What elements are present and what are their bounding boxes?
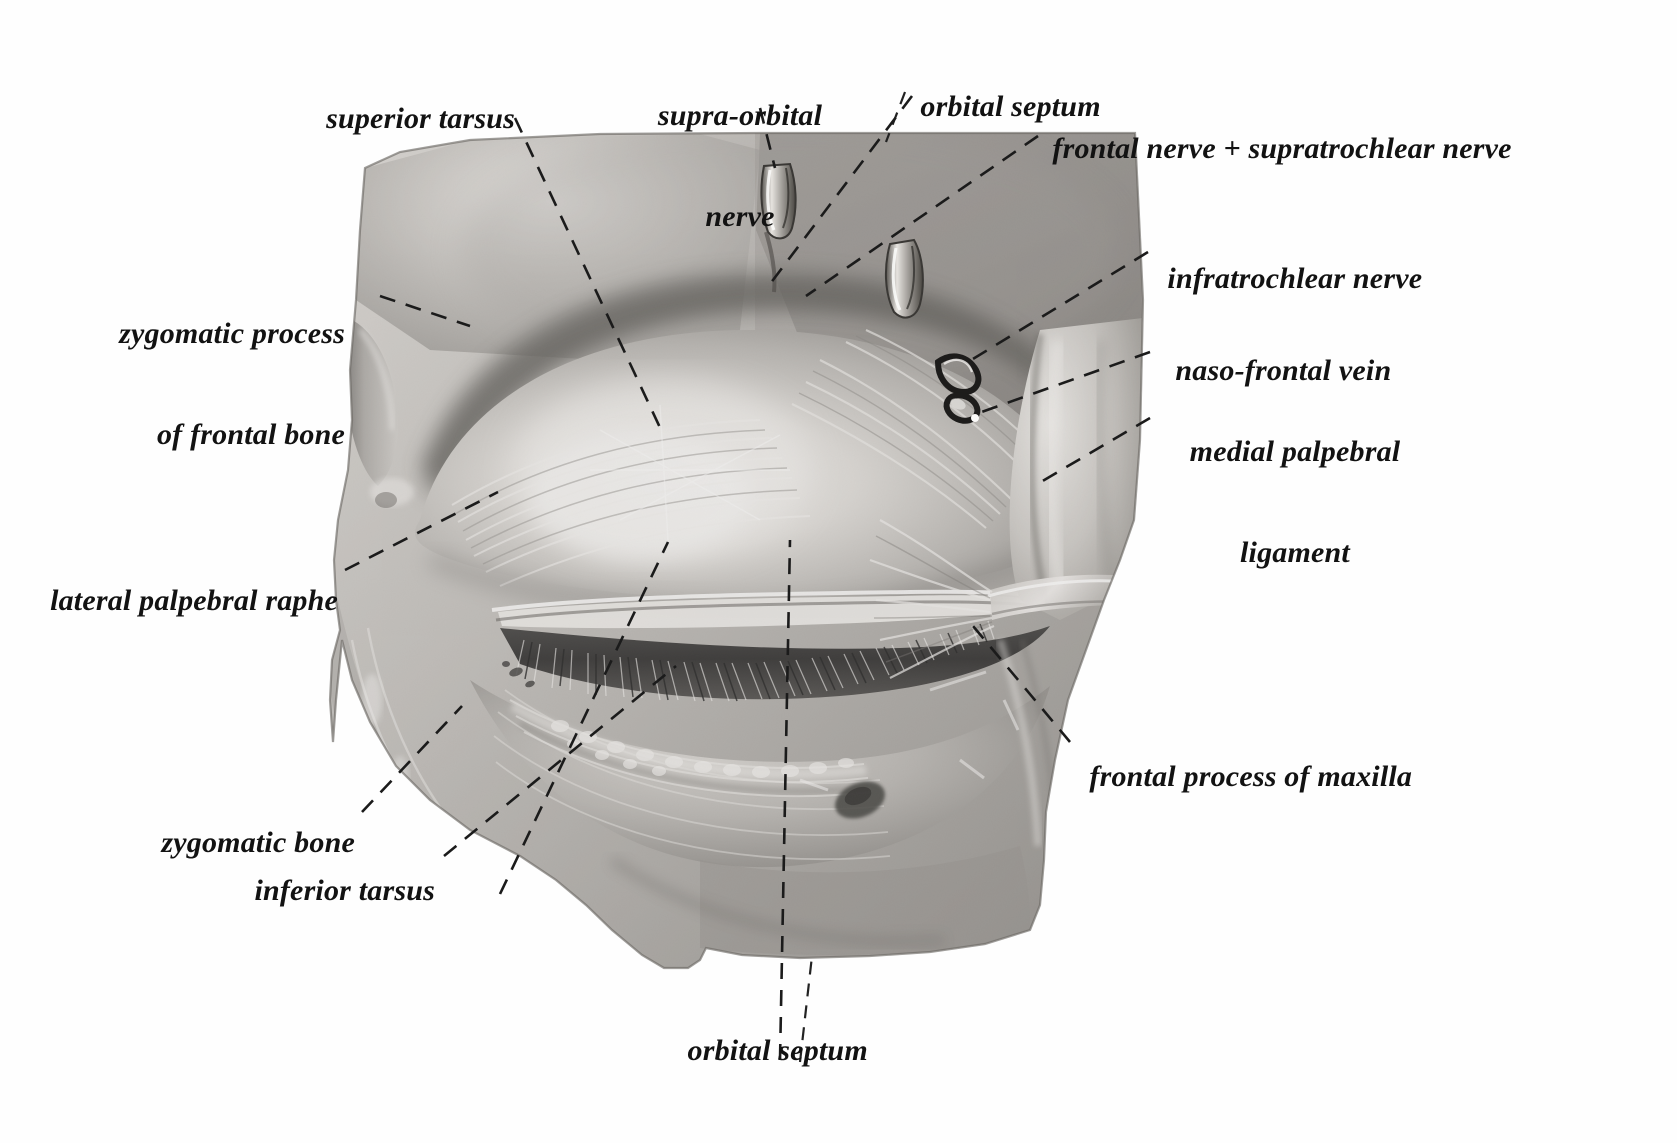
label-frontal-process-of-maxilla-text: frontal process of maxilla xyxy=(1089,759,1413,793)
label-inferior-tarsus: inferior tarsus xyxy=(150,840,435,907)
leader-inferior-tarsus xyxy=(443,664,677,858)
label-frontal-supratrochlear-nerve: frontal nerve + supratrochlear nerve xyxy=(1037,98,1512,165)
leader-orbital-septum-bottom-b xyxy=(798,955,814,1063)
label-frontal-process-of-maxilla: frontal process of maxilla xyxy=(1074,726,1412,793)
leader-infratrochlear-nerve xyxy=(967,250,1149,364)
label-orbital-septum-top: orbital septum xyxy=(905,56,1101,123)
label-medial-palpebral-ligament-line1: medial palpebral xyxy=(1189,435,1401,469)
leader-frontal-supratrochlear xyxy=(805,134,1039,298)
label-lateral-palpebral-raphe-text: lateral palpebral raphe xyxy=(50,583,338,617)
label-inferior-tarsus-text: inferior tarsus xyxy=(254,873,435,907)
leader-zygomatic-bone xyxy=(361,705,463,813)
label-superior-tarsus-text: superior tarsus xyxy=(326,101,515,135)
label-medial-palpebral-ligament-line2: ligament xyxy=(1240,535,1350,569)
label-infratrochlear-nerve-text: infratrochlear nerve xyxy=(1167,261,1423,295)
label-zygomatic-bone-text: zygomatic bone xyxy=(161,825,355,859)
label-zygomatic-process-line2: of frontal bone xyxy=(156,417,345,451)
leader-lines xyxy=(344,91,1151,1063)
leader-orbital-septum-top-a xyxy=(884,91,907,143)
label-orbital-septum-bottom: orbital septum xyxy=(600,1000,940,1067)
label-superior-tarsus: superior tarsus xyxy=(260,68,515,135)
naso-frontal-vein-structure xyxy=(943,392,981,424)
label-lateral-palpebral-raphe: lateral palpebral raphe xyxy=(0,550,338,617)
label-orbital-septum-bottom-text: orbital septum xyxy=(687,1033,868,1067)
supra-orbital-nerve-stump xyxy=(760,162,797,293)
label-supra-orbital-nerve: supra-orbital nerve xyxy=(620,32,860,267)
label-zygomatic-process-of-frontal-bone: zygomatic process of frontal bone xyxy=(60,250,345,485)
leader-zygomatic-process xyxy=(379,294,471,328)
leader-superior-tarsus xyxy=(513,117,665,435)
leader-orbicularis-cross xyxy=(498,541,670,895)
leader-medial-palpebral-ligament xyxy=(1033,416,1151,488)
leader-naso-frontal-vein xyxy=(975,350,1151,416)
label-medial-palpebral-ligament: medial palpebral ligament xyxy=(1150,368,1440,603)
label-naso-frontal-vein-text: naso-frontal vein xyxy=(1175,353,1392,387)
leader-orbital-septum-top-b xyxy=(768,95,914,285)
leader-lateral-palpebral-raphe xyxy=(344,490,499,572)
label-naso-frontal-vein: naso-frontal vein xyxy=(1160,320,1391,387)
infratrochlear-nerve-structure xyxy=(934,353,982,396)
label-supra-orbital-nerve-line2: nerve xyxy=(705,199,775,233)
label-infratrochlear-nerve: infratrochlear nerve xyxy=(1152,228,1422,295)
leader-supra-orbital-nerve xyxy=(758,107,777,169)
label-supra-orbital-nerve-line1: supra-orbital xyxy=(657,99,823,133)
label-zygomatic-bone: zygomatic bone xyxy=(80,792,355,859)
label-zygomatic-process-line1: zygomatic process xyxy=(119,317,345,351)
label-orbital-septum-top-text: orbital septum xyxy=(920,89,1101,123)
leader-orbital-septum-bottom-a xyxy=(778,539,792,1061)
frontal-supratrochlear-nerve-stump xyxy=(884,238,924,319)
specimen-illustration xyxy=(328,131,1145,970)
label-frontal-supratrochlear-nerve-text: frontal nerve + supratrochlear nerve xyxy=(1052,131,1512,165)
